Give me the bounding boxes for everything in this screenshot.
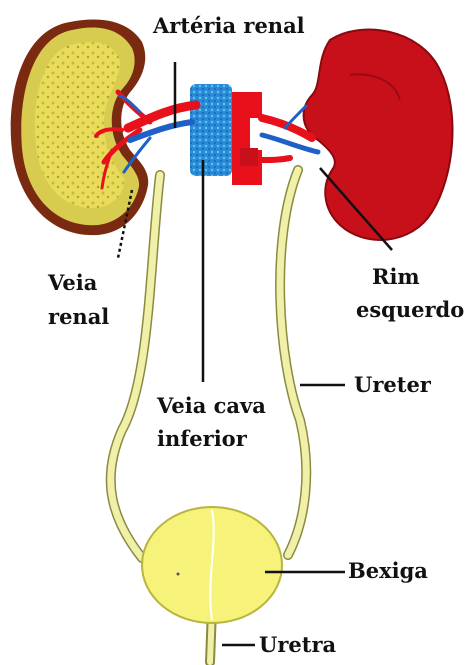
left-kidney bbox=[304, 30, 453, 240]
label-rim-esquerdo-line2: esquerdo bbox=[356, 297, 464, 322]
label-arteria-renal: Artéria renal bbox=[153, 13, 305, 38]
label-rim-esquerdo-line1: Rim bbox=[372, 264, 420, 289]
label-veia-cava-line2: inferior bbox=[157, 426, 247, 451]
right-ureter-fill bbox=[111, 175, 160, 558]
vena-cava bbox=[190, 84, 232, 176]
aorta bbox=[232, 92, 262, 185]
label-veia-cava-line1: Veia cava bbox=[157, 393, 266, 418]
label-uretra: Uretra bbox=[259, 632, 336, 657]
label-bexiga: Bexiga bbox=[348, 558, 428, 583]
label-ureter: Ureter bbox=[354, 372, 431, 397]
left-ureter-fill bbox=[280, 170, 306, 555]
label-veia-renal-line1: Veia bbox=[48, 270, 97, 295]
label-veia-renal-line2: renal bbox=[48, 304, 109, 329]
